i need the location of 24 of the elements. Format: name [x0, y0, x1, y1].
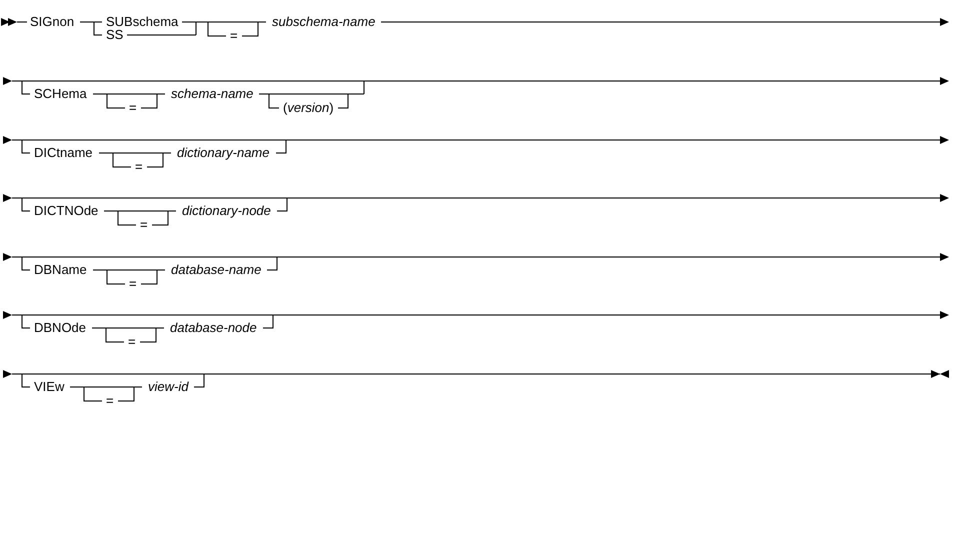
parameter-name: subschema-name [272, 14, 376, 30]
keyword-text: VIEw [34, 379, 64, 395]
equals-sign: = [135, 159, 143, 175]
equals-sign: = [230, 28, 238, 44]
keyword-text: DBNOde [34, 320, 86, 336]
equals-sign: = [129, 276, 137, 292]
parameter-name: dictionary-name [177, 145, 270, 161]
keyword-text: SIGnon [30, 14, 74, 30]
equals-sign: = [129, 100, 137, 116]
keyword-text: DICTNOde [34, 203, 98, 219]
parameter-name: view-id [148, 379, 188, 395]
parameter-name: (version) [283, 100, 334, 116]
parameter-name: database-name [171, 262, 262, 278]
parameter-name: database-node [170, 320, 257, 336]
keyword-text: SS [106, 27, 124, 43]
equals-sign: = [128, 334, 136, 350]
equals-sign: = [106, 393, 114, 409]
keyword-text: SCHema [34, 86, 87, 102]
parameter-name: schema-name [171, 86, 254, 102]
equals-sign: = [140, 217, 148, 233]
keyword-text: DBName [34, 262, 87, 278]
keyword-text: DICtname [34, 145, 93, 161]
parameter-name: dictionary-node [182, 203, 271, 219]
keyword-text: SUBschema [106, 14, 178, 30]
